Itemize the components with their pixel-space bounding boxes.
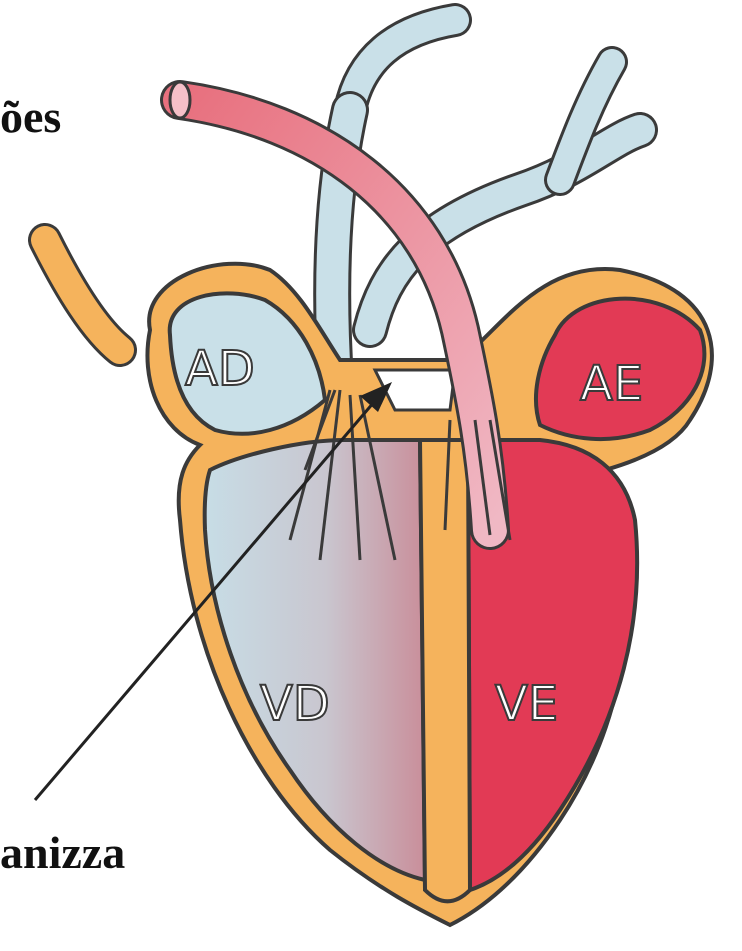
vessel-stub [45,240,120,350]
label-right-atrium: AD [185,341,255,397]
caption-bottom: anizza [0,830,125,876]
label-left-ventricle: VE [495,676,558,732]
caption-top: ões [0,94,61,140]
label-left-atrium: AE [580,356,643,412]
label-right-ventricle: VD [260,676,330,732]
